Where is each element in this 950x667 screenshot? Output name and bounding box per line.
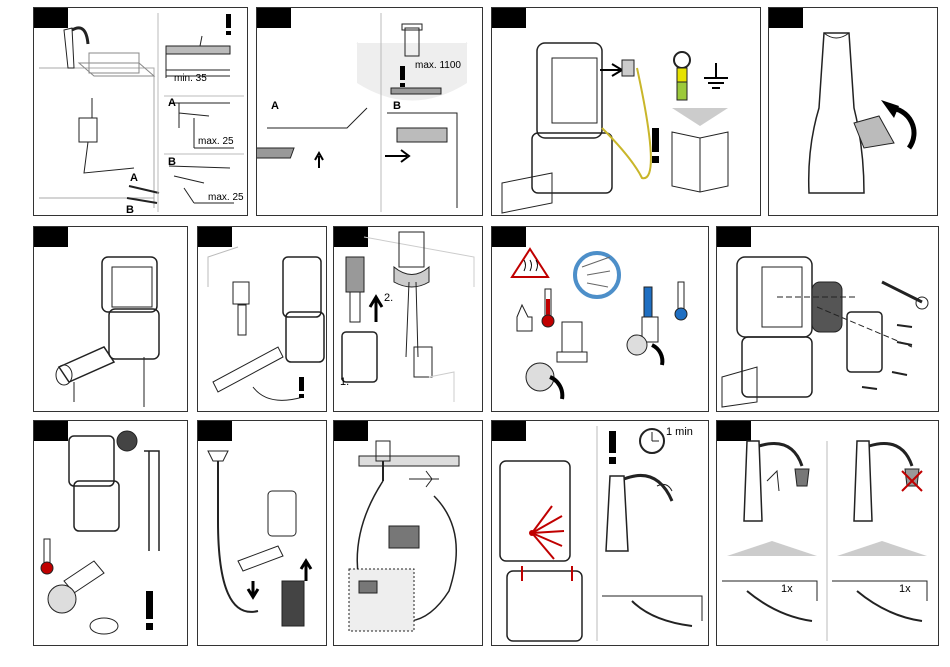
battery-cover-illustration xyxy=(717,227,939,412)
step-panel-10 xyxy=(33,420,188,646)
hose-connection-illustration xyxy=(198,227,327,412)
step-panel-13: 1 min xyxy=(491,420,709,646)
step-panel-1: min. 35 A max. 25 B max. 25 A B xyxy=(33,7,248,216)
step-panel-4 xyxy=(768,7,938,216)
max-dimension-label-a: max. 25 xyxy=(198,136,234,147)
step-panel-5 xyxy=(33,226,188,412)
mounting-bracket-illustration xyxy=(257,8,483,216)
duration-label: 1 min xyxy=(666,427,693,438)
press-count-left: 1x xyxy=(781,584,793,595)
max-height-label: max. 1100 xyxy=(415,60,461,71)
bracket-a-label: A xyxy=(130,172,138,184)
step-panel-8 xyxy=(491,226,709,412)
step-panel-7: 2. 1. xyxy=(333,226,483,412)
valve-assembly-illustration xyxy=(34,227,188,412)
grounding-illustration xyxy=(492,8,761,216)
step-panel-9 xyxy=(716,226,939,412)
press-count-right: 1x xyxy=(899,584,911,595)
step-panel-2: max. 1100 A B xyxy=(256,7,483,216)
sink-installation-illustration xyxy=(34,8,248,216)
hose-reconnection-illustration xyxy=(198,421,327,646)
step-panel-11 xyxy=(197,420,327,646)
sensor-activation-illustration xyxy=(717,421,939,646)
variant-b-label: B xyxy=(393,100,401,112)
variant-a-label: A xyxy=(271,100,279,112)
variant-a-label: A xyxy=(168,97,176,109)
step-panel-12 xyxy=(333,420,483,646)
faucet-rotation-illustration xyxy=(769,8,938,216)
sensor-flush-illustration xyxy=(492,421,709,646)
step-panel-14: 1x 1x xyxy=(716,420,939,646)
step-panel-6 xyxy=(197,226,327,412)
temperature-setting-illustration xyxy=(492,227,709,412)
bracket-b-label: B xyxy=(126,204,134,216)
min-dimension-label: min. 35 xyxy=(174,73,207,84)
filter-cleaning-illustration xyxy=(34,421,188,646)
step-two-label: 2. xyxy=(384,293,393,304)
cable-routing-illustration xyxy=(334,421,483,646)
step-one-label: 1. xyxy=(340,377,349,388)
max-dimension-label-b: max. 25 xyxy=(208,192,244,203)
quick-connector-illustration xyxy=(334,227,483,412)
step-panel-3 xyxy=(491,7,761,216)
variant-b-label: B xyxy=(168,156,176,168)
